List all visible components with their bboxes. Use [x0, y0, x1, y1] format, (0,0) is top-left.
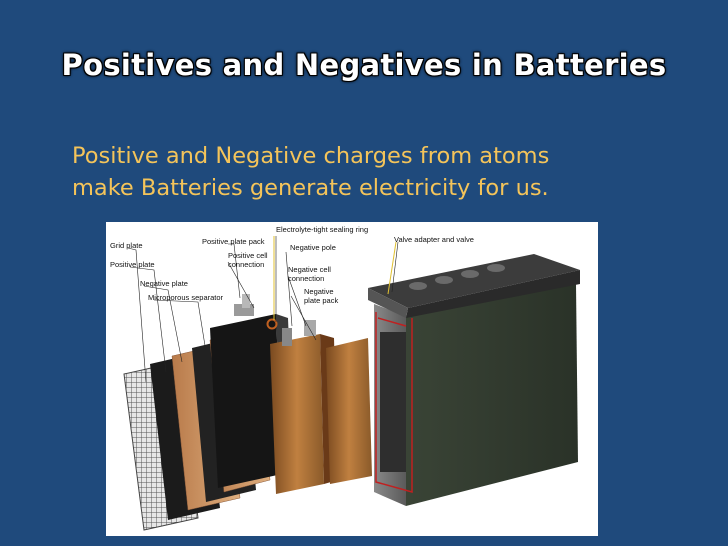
label-negative-pole: Negative pole	[290, 243, 336, 252]
label-positive-plate-pack: Positive plate pack	[202, 237, 265, 246]
label-negative-cell-connection-2: connection	[288, 274, 324, 283]
label-positive-cell-connection-2: connection	[228, 260, 264, 269]
slide-title: Positives and Negatives in Batteries	[61, 48, 667, 82]
label-microporous-separator: Microporous separator	[148, 293, 224, 302]
label-negative-plate: Negative plate	[140, 279, 188, 288]
label-sealing-ring: Electrolyte-tight sealing ring	[276, 225, 368, 234]
label-negative-plate-pack-2: plate pack	[304, 296, 338, 305]
label-positive-plate: Positive plate	[110, 260, 155, 269]
body-line-1: Positive and Negative charges from atoms	[72, 143, 550, 169]
label-negative-plate-pack-1: Negative	[304, 287, 334, 296]
slide-body: Positive and Negative charges from atoms…	[72, 140, 672, 204]
battery-lid	[368, 254, 580, 308]
positive-plate-pack-shape	[210, 314, 282, 488]
label-negative-cell-connection-1: Negative cell	[288, 265, 331, 274]
battery-exploded-illustration: Grid plate Positive plate Negative plate…	[110, 225, 580, 531]
negative-plate-pack-shape	[270, 334, 324, 494]
battery-case-side	[406, 284, 578, 506]
label-positive-cell-connection-1: Positive cell	[228, 251, 268, 260]
label-grid-plate: Grid plate	[110, 241, 143, 250]
battery-diagram: Grid plate Positive plate Negative plate…	[106, 222, 598, 536]
body-line-2: make Batteries generate electricity for …	[72, 175, 549, 201]
label-valve-adapter: Valve adapter and valve	[394, 235, 474, 244]
